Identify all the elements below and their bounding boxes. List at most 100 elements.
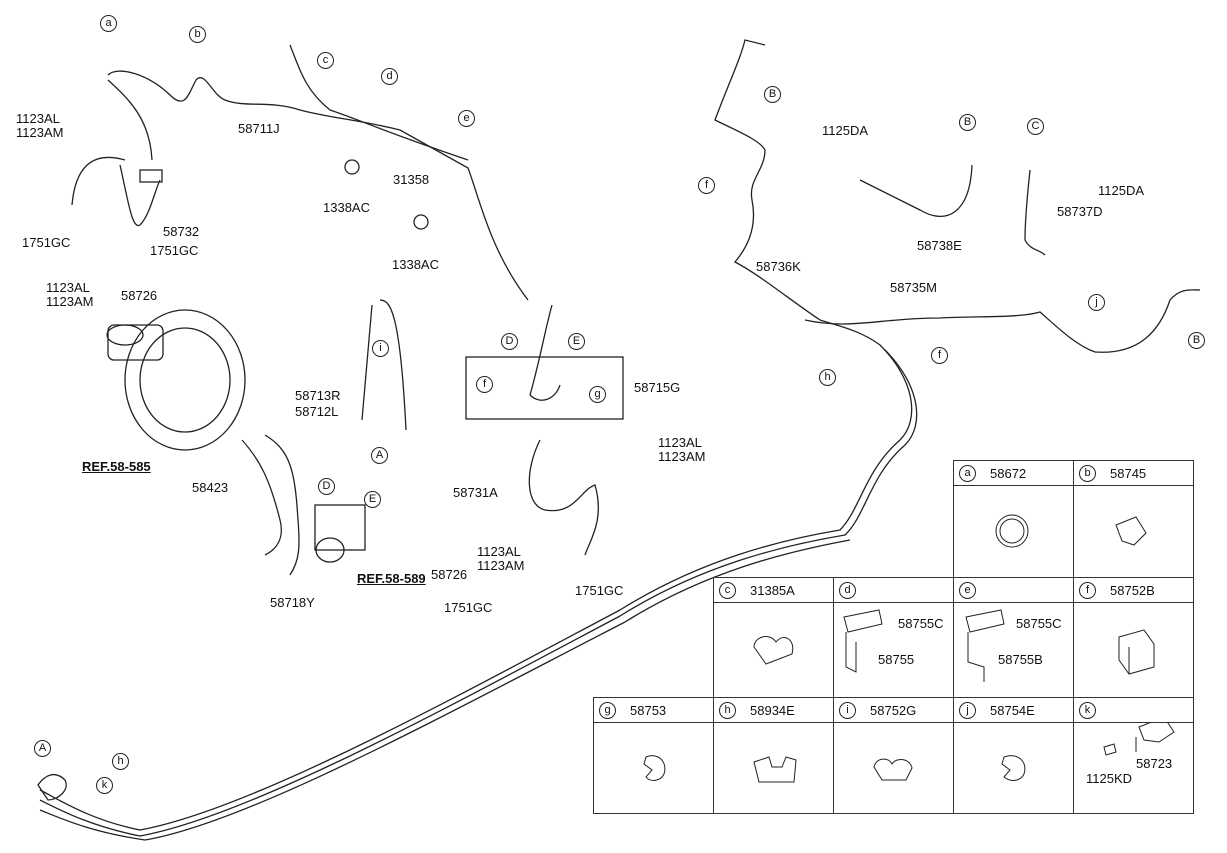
legend-b: b 58745	[1073, 460, 1194, 578]
legend-e-part-1: 58755C	[1016, 616, 1062, 631]
legend-g-key: g	[599, 702, 616, 719]
legend-a-code: 58672	[990, 466, 1027, 481]
grommet-1338AC-b	[413, 214, 429, 230]
legend-f-key: f	[1079, 582, 1096, 599]
brake-line-58735M	[804, 289, 1201, 353]
label-1751GC-c: 1751GC	[444, 600, 493, 615]
abs-module	[314, 504, 366, 551]
label-58736K: 58736K	[756, 259, 801, 274]
hose-58737D	[1024, 169, 1046, 256]
label-58732: 58732	[163, 224, 200, 239]
legend-e-key: e	[959, 582, 976, 599]
legend-d: d 58755C 58755	[833, 577, 954, 698]
brake-line-underbody	[39, 319, 913, 831]
label-58726-b: 58726	[431, 567, 468, 582]
legend-e-part-2: 58755B	[998, 652, 1043, 667]
label-1751GC-d: 1751GC	[575, 583, 624, 598]
brake-line-front-hose-1	[107, 79, 153, 161]
legend-e: e 58755C 58755B	[953, 577, 1074, 698]
brake-line-front-upper	[107, 70, 529, 301]
callout-a: a	[100, 15, 117, 32]
label-58726-a: 58726	[121, 288, 158, 303]
callout-f-right: f	[931, 347, 948, 364]
legend-c-code: 31385A	[750, 583, 795, 598]
legend-g-code: 58753	[630, 703, 667, 718]
callout-g: g	[589, 386, 606, 403]
callout-k: k	[96, 777, 113, 794]
label-1338AC-a: 1338AC	[323, 200, 370, 215]
brake-booster	[124, 309, 246, 451]
legend-i-code: 58752G	[870, 703, 917, 718]
legend-g: g 58753	[593, 697, 714, 814]
callout-d: d	[381, 68, 398, 85]
label-58713R: 58713R	[295, 388, 341, 403]
legend-j-code: 58754E	[990, 703, 1035, 718]
legend-k-part-1: 58723	[1136, 756, 1173, 771]
label-1123AL-1123AM-c: 1123AL 1123AM	[658, 435, 706, 464]
callout-h-right: h	[819, 369, 836, 386]
legend-j: j 58754E	[953, 697, 1074, 814]
front-hose-58732	[71, 156, 161, 227]
legend-b-code: 58745	[1110, 466, 1147, 481]
callout-f-mid: f	[476, 376, 493, 393]
master-cylinder	[107, 324, 164, 361]
brake-line-rear-upper	[714, 39, 821, 321]
callout-A-left: A	[34, 740, 51, 757]
box-58715G	[465, 356, 624, 420]
legend-f: f 58752B	[1073, 577, 1194, 698]
line-58713R	[361, 299, 407, 431]
hose-58731A	[528, 439, 599, 556]
ref-58-585: REF.58-585	[82, 459, 151, 474]
label-58738E: 58738E	[917, 238, 962, 253]
legend-i: i 58752G	[833, 697, 954, 814]
label-31358: 31358	[393, 172, 430, 187]
label-1125DA-a: 1125DA	[822, 123, 869, 138]
legend-d-part-1: 58755C	[898, 616, 944, 631]
callout-B-right: B	[1188, 332, 1205, 349]
callout-i: i	[372, 340, 389, 357]
callout-j: j	[1088, 294, 1105, 311]
brake-line-front-upper-2	[289, 44, 469, 161]
label-1123AL-1123AM-b: 1123AL 1123AM	[46, 280, 94, 309]
legend-f-code: 58752B	[1110, 583, 1155, 598]
callout-A-mid: A	[371, 447, 388, 464]
line-58423	[241, 434, 300, 576]
callout-D-top: D	[501, 333, 518, 350]
label-58735M: 58735M	[890, 280, 937, 295]
callout-f-top: f	[698, 177, 715, 194]
hose-bracket	[139, 169, 163, 183]
label-58731A: 58731A	[453, 485, 498, 500]
callout-C: C	[1027, 118, 1044, 135]
callout-E-abs: E	[364, 491, 381, 508]
callout-h-left: h	[112, 753, 129, 770]
callout-b: b	[189, 26, 206, 43]
legend-c: c 31385A	[713, 577, 834, 698]
legend-h-key: h	[719, 702, 736, 719]
legend-i-key: i	[839, 702, 856, 719]
label-58715G: 58715G	[634, 380, 681, 395]
label-1751GC-b: 1751GC	[150, 243, 199, 258]
legend-k: k 58723 1125KD	[1073, 697, 1194, 814]
legend-b-key: b	[1079, 465, 1096, 482]
callout-c: c	[317, 52, 334, 69]
callout-D-abs: D	[318, 478, 335, 495]
label-1125DA-b: 1125DA	[1098, 183, 1145, 198]
callout-B-top: B	[764, 86, 781, 103]
label-1751GC-a: 1751GC	[22, 235, 71, 250]
legend-c-key: c	[719, 582, 736, 599]
grommet-1338AC-a	[344, 159, 360, 175]
legend-d-part-2: 58755	[878, 652, 915, 667]
label-58737D: 58737D	[1057, 204, 1103, 219]
legend-d-key: d	[839, 582, 856, 599]
callout-B-mid: B	[959, 114, 976, 131]
label-58718Y: 58718Y	[270, 595, 315, 610]
label-58712L: 58712L	[295, 404, 339, 419]
legend-j-key: j	[959, 702, 976, 719]
legend-k-key: k	[1079, 702, 1096, 719]
hose-58738E	[859, 164, 973, 218]
callout-e: e	[458, 110, 475, 127]
